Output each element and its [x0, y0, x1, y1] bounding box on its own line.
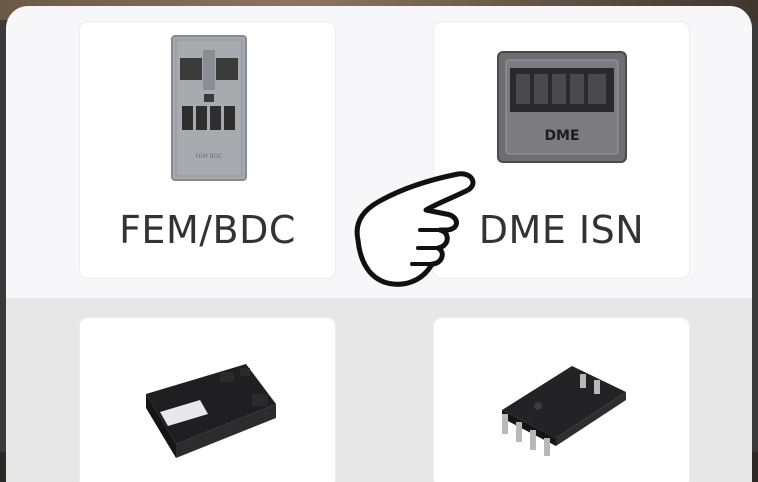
tile-dme-isn[interactable]: DME DME ISN	[434, 22, 689, 278]
dme-ecu-icon: DME	[497, 51, 627, 163]
tile-label-fem-bdc: FEM/BDC	[119, 208, 296, 252]
tile-fem-bdc[interactable]: FEM BDC FEM/BDC	[80, 22, 335, 278]
eeprom-chip-icon	[502, 366, 626, 456]
cas-module-icon	[146, 364, 276, 458]
tile-label-dme-isn: DME ISN	[478, 208, 645, 252]
dme-module-text: DME	[544, 128, 579, 144]
tile-cas-module[interactable]	[80, 318, 335, 482]
hand-pointer-icon	[354, 171, 476, 287]
tile-eeprom-chip[interactable]	[434, 318, 689, 482]
fem-bdc-module-text: FEM BDC	[195, 153, 222, 160]
fem-bdc-module-icon: FEM BDC	[171, 35, 247, 181]
